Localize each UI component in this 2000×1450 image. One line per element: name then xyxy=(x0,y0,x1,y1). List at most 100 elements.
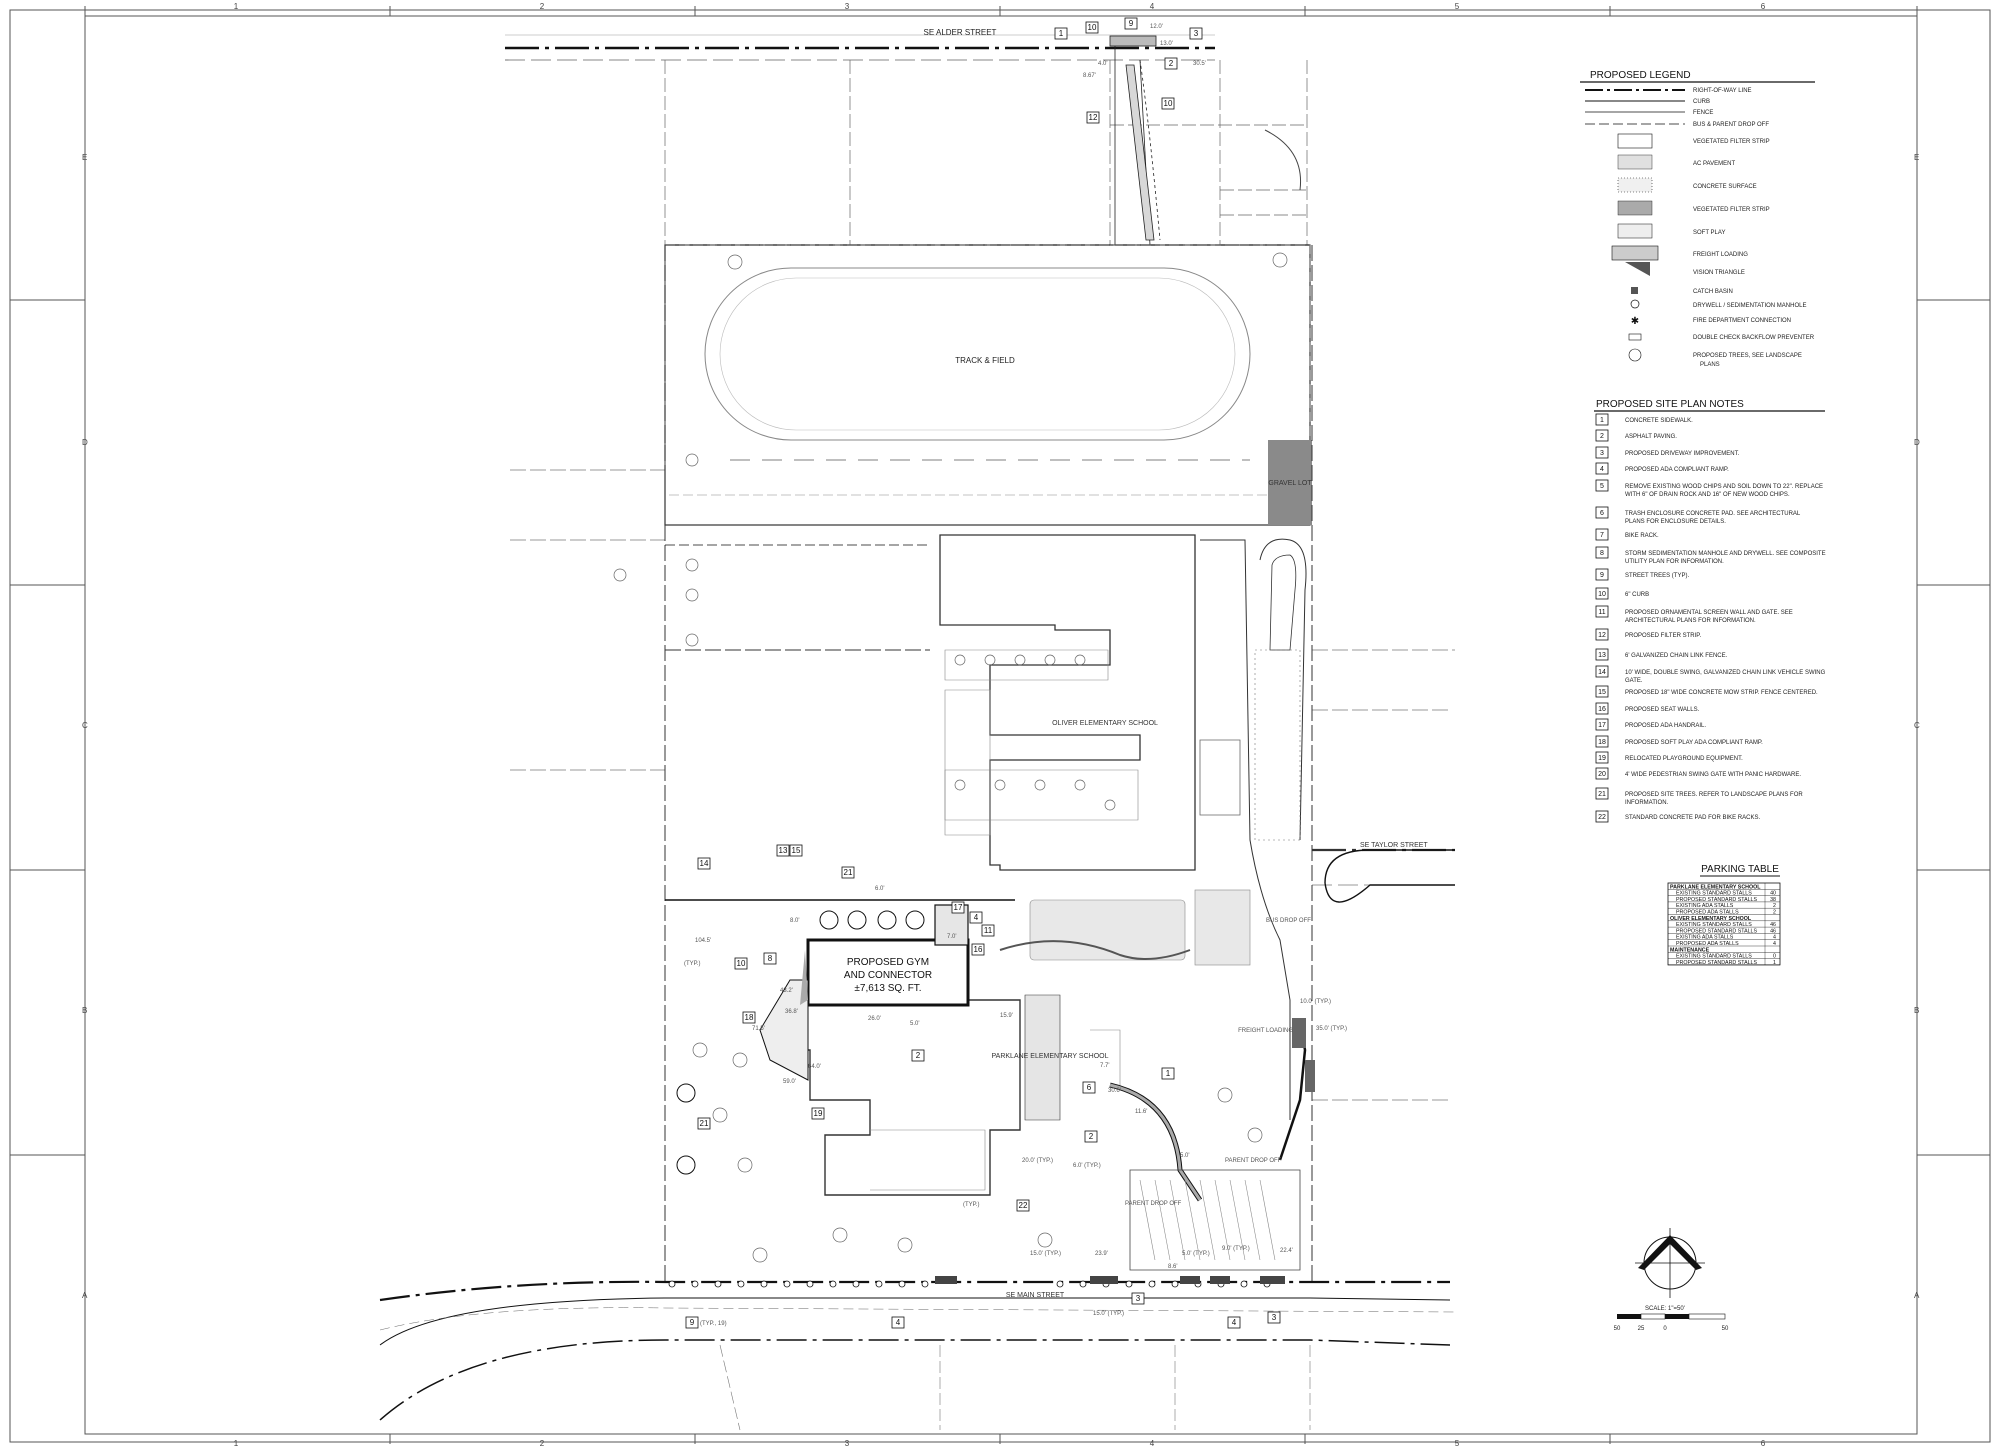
dim: 15.9' xyxy=(1000,1013,1013,1019)
taylor-curb xyxy=(1324,849,1455,884)
note-number: 19 xyxy=(1598,755,1606,762)
north-access-drive xyxy=(1109,35,1161,246)
note-number: 12 xyxy=(1598,632,1606,639)
legend-label: PROPOSED TREES, SEE LANDSCAPE xyxy=(1693,353,1802,359)
note-number-box xyxy=(1595,751,1609,764)
street-label-alder: SE ALDER STREET xyxy=(924,28,997,37)
parking-row-label: EXISTING ADA STALLS xyxy=(1676,935,1734,941)
grid-col-label: 3 xyxy=(845,2,850,11)
keynote: 9 xyxy=(690,1318,695,1327)
legend-label: SOFT PLAY xyxy=(1693,230,1725,236)
note-text: PROPOSED SEAT WALLS. xyxy=(1625,707,1700,713)
note-number: 21 xyxy=(1598,791,1606,798)
scale-tick: 50 xyxy=(1722,1326,1729,1332)
legend-label: CONCRETE SURFACE xyxy=(1693,184,1757,190)
keynote: 1 xyxy=(1166,1069,1171,1078)
proposed-gym-trees xyxy=(676,910,925,1175)
alder-street-row xyxy=(505,34,1215,61)
scale-bar: SCALE: 1"=50' 50 25 0 50 xyxy=(1614,1306,1729,1332)
label-bus-drop-off: BUS DROP OFF xyxy=(1266,918,1311,924)
legend-label: AC PAVEMENT xyxy=(1693,161,1735,167)
label-gym-line1: PROPOSED GYM xyxy=(847,957,929,968)
main-street-row xyxy=(379,1280,1456,1421)
keynote: 4 xyxy=(896,1318,901,1327)
note-text: STANDARD CONCRETE PAD FOR BIKE RACKS. xyxy=(1625,815,1760,821)
legend-label: VEGETATED FILTER STRIP xyxy=(1693,207,1770,213)
keynote: 21 xyxy=(700,1119,709,1128)
note-text: PROPOSED ADA HANDRAIL. xyxy=(1625,723,1706,729)
east-loop-drive xyxy=(1200,538,1307,1120)
note-number: 10 xyxy=(1598,591,1606,598)
label-parklane-school: PARKLANE ELEMENTARY SCHOOL xyxy=(992,1053,1109,1060)
dim: 8.0' xyxy=(790,918,800,924)
dim: 5.0' xyxy=(1180,1153,1190,1159)
note-text: PROPOSED 18" WIDE CONCRETE MOW STRIP. FE… xyxy=(1625,690,1818,696)
keynote: 10 xyxy=(1088,23,1097,32)
parking-row-label: OLIVER ELEMENTARY SCHOOL xyxy=(1670,916,1752,922)
note-number: 5 xyxy=(1600,483,1604,490)
note-number: 13 xyxy=(1598,652,1606,659)
note-number: 6 xyxy=(1600,510,1604,517)
keynote: 4 xyxy=(974,913,979,922)
note-number: 7 xyxy=(1600,532,1604,539)
parking-row-label: PROPOSED ADA STALLS xyxy=(1676,941,1739,947)
trees xyxy=(613,252,1288,1263)
note-text: PROPOSED FILTER STRIP. xyxy=(1625,633,1701,639)
note-number: 18 xyxy=(1598,739,1606,746)
keynote: 3 xyxy=(1272,1313,1277,1322)
note-number: 2 xyxy=(1600,433,1604,440)
freight-loading xyxy=(1292,1018,1306,1048)
parking-row-label: PROPOSED STANDARD STALLS xyxy=(1676,897,1758,903)
driveway-ramps xyxy=(935,1276,1285,1284)
legend-label: FENCE xyxy=(1693,110,1713,116)
soft-play-area xyxy=(759,979,809,1081)
dim: 64.0' xyxy=(808,1064,821,1070)
note-text: PROPOSED SOFT PLAY ADA COMPLIANT RAMP. xyxy=(1625,740,1763,746)
note-number-box xyxy=(1595,735,1609,748)
parking-row-label: MAINTENANCE xyxy=(1670,947,1710,953)
fence-line xyxy=(665,544,1015,901)
keynote: 6 xyxy=(1087,1083,1092,1092)
freight-loading-2 xyxy=(1305,1060,1315,1092)
keynote: 9 xyxy=(1129,19,1134,28)
note-text: 6' GALVANIZED CHAIN LINK FENCE. xyxy=(1625,653,1728,659)
grid-col-label: 2 xyxy=(540,2,545,11)
parking-row-label: EXISTING STANDARD STALLS xyxy=(1676,891,1752,897)
parking-row-value: 4 xyxy=(1773,941,1776,947)
keynote: 17 xyxy=(954,903,963,912)
dim: 15.0' (TYP.) xyxy=(1093,1311,1124,1317)
keynote: 15 xyxy=(792,846,801,855)
parking-row-value: 0 xyxy=(1773,954,1776,960)
parking-row-value: 1 xyxy=(1773,960,1776,966)
keynote: 2 xyxy=(1089,1132,1094,1141)
parking-row-label: PROPOSED ADA STALLS xyxy=(1676,910,1739,916)
label-oliver-school: OLIVER ELEMENTARY SCHOOL xyxy=(1052,720,1158,727)
street-label-taylor: SE TAYLOR STREET xyxy=(1360,842,1428,849)
dim: 104.5' xyxy=(695,938,711,944)
dim: (TYP.) xyxy=(963,1202,980,1208)
legend-label: RIGHT-OF-WAY LINE xyxy=(1693,88,1752,94)
dim: 22.4' xyxy=(1280,1248,1293,1254)
dim: 6.0' xyxy=(875,886,885,892)
note-number: 11 xyxy=(1598,609,1605,616)
keynote: 3 xyxy=(1136,1294,1141,1303)
taylor-curb-south xyxy=(1324,882,1455,903)
grid-col-label: 1 xyxy=(234,2,239,11)
parking-row-value: 4 xyxy=(1773,935,1776,941)
note-number: 3 xyxy=(1600,450,1604,457)
svg-text:✱: ✱ xyxy=(1631,316,1639,327)
grid-row-label: A xyxy=(82,1291,88,1300)
gravel-lot xyxy=(1268,440,1312,525)
label-parent-drop-off-1: PARENT DROP OFF xyxy=(1225,1158,1282,1164)
dim: 5.0' (TYP.) xyxy=(1182,1251,1210,1257)
grid-col-label: 2 xyxy=(540,1439,545,1448)
note-number-box xyxy=(1595,528,1609,541)
note-number-box xyxy=(1595,413,1609,426)
note-text: RELOCATED PLAYGROUND EQUIPMENT. xyxy=(1625,756,1743,762)
site-boundary xyxy=(510,245,1455,1285)
dim: 10.0' (TYP.) xyxy=(1300,999,1331,1005)
scale-tick: 50 xyxy=(1614,1326,1621,1332)
dim: 8.67' xyxy=(1083,73,1096,79)
